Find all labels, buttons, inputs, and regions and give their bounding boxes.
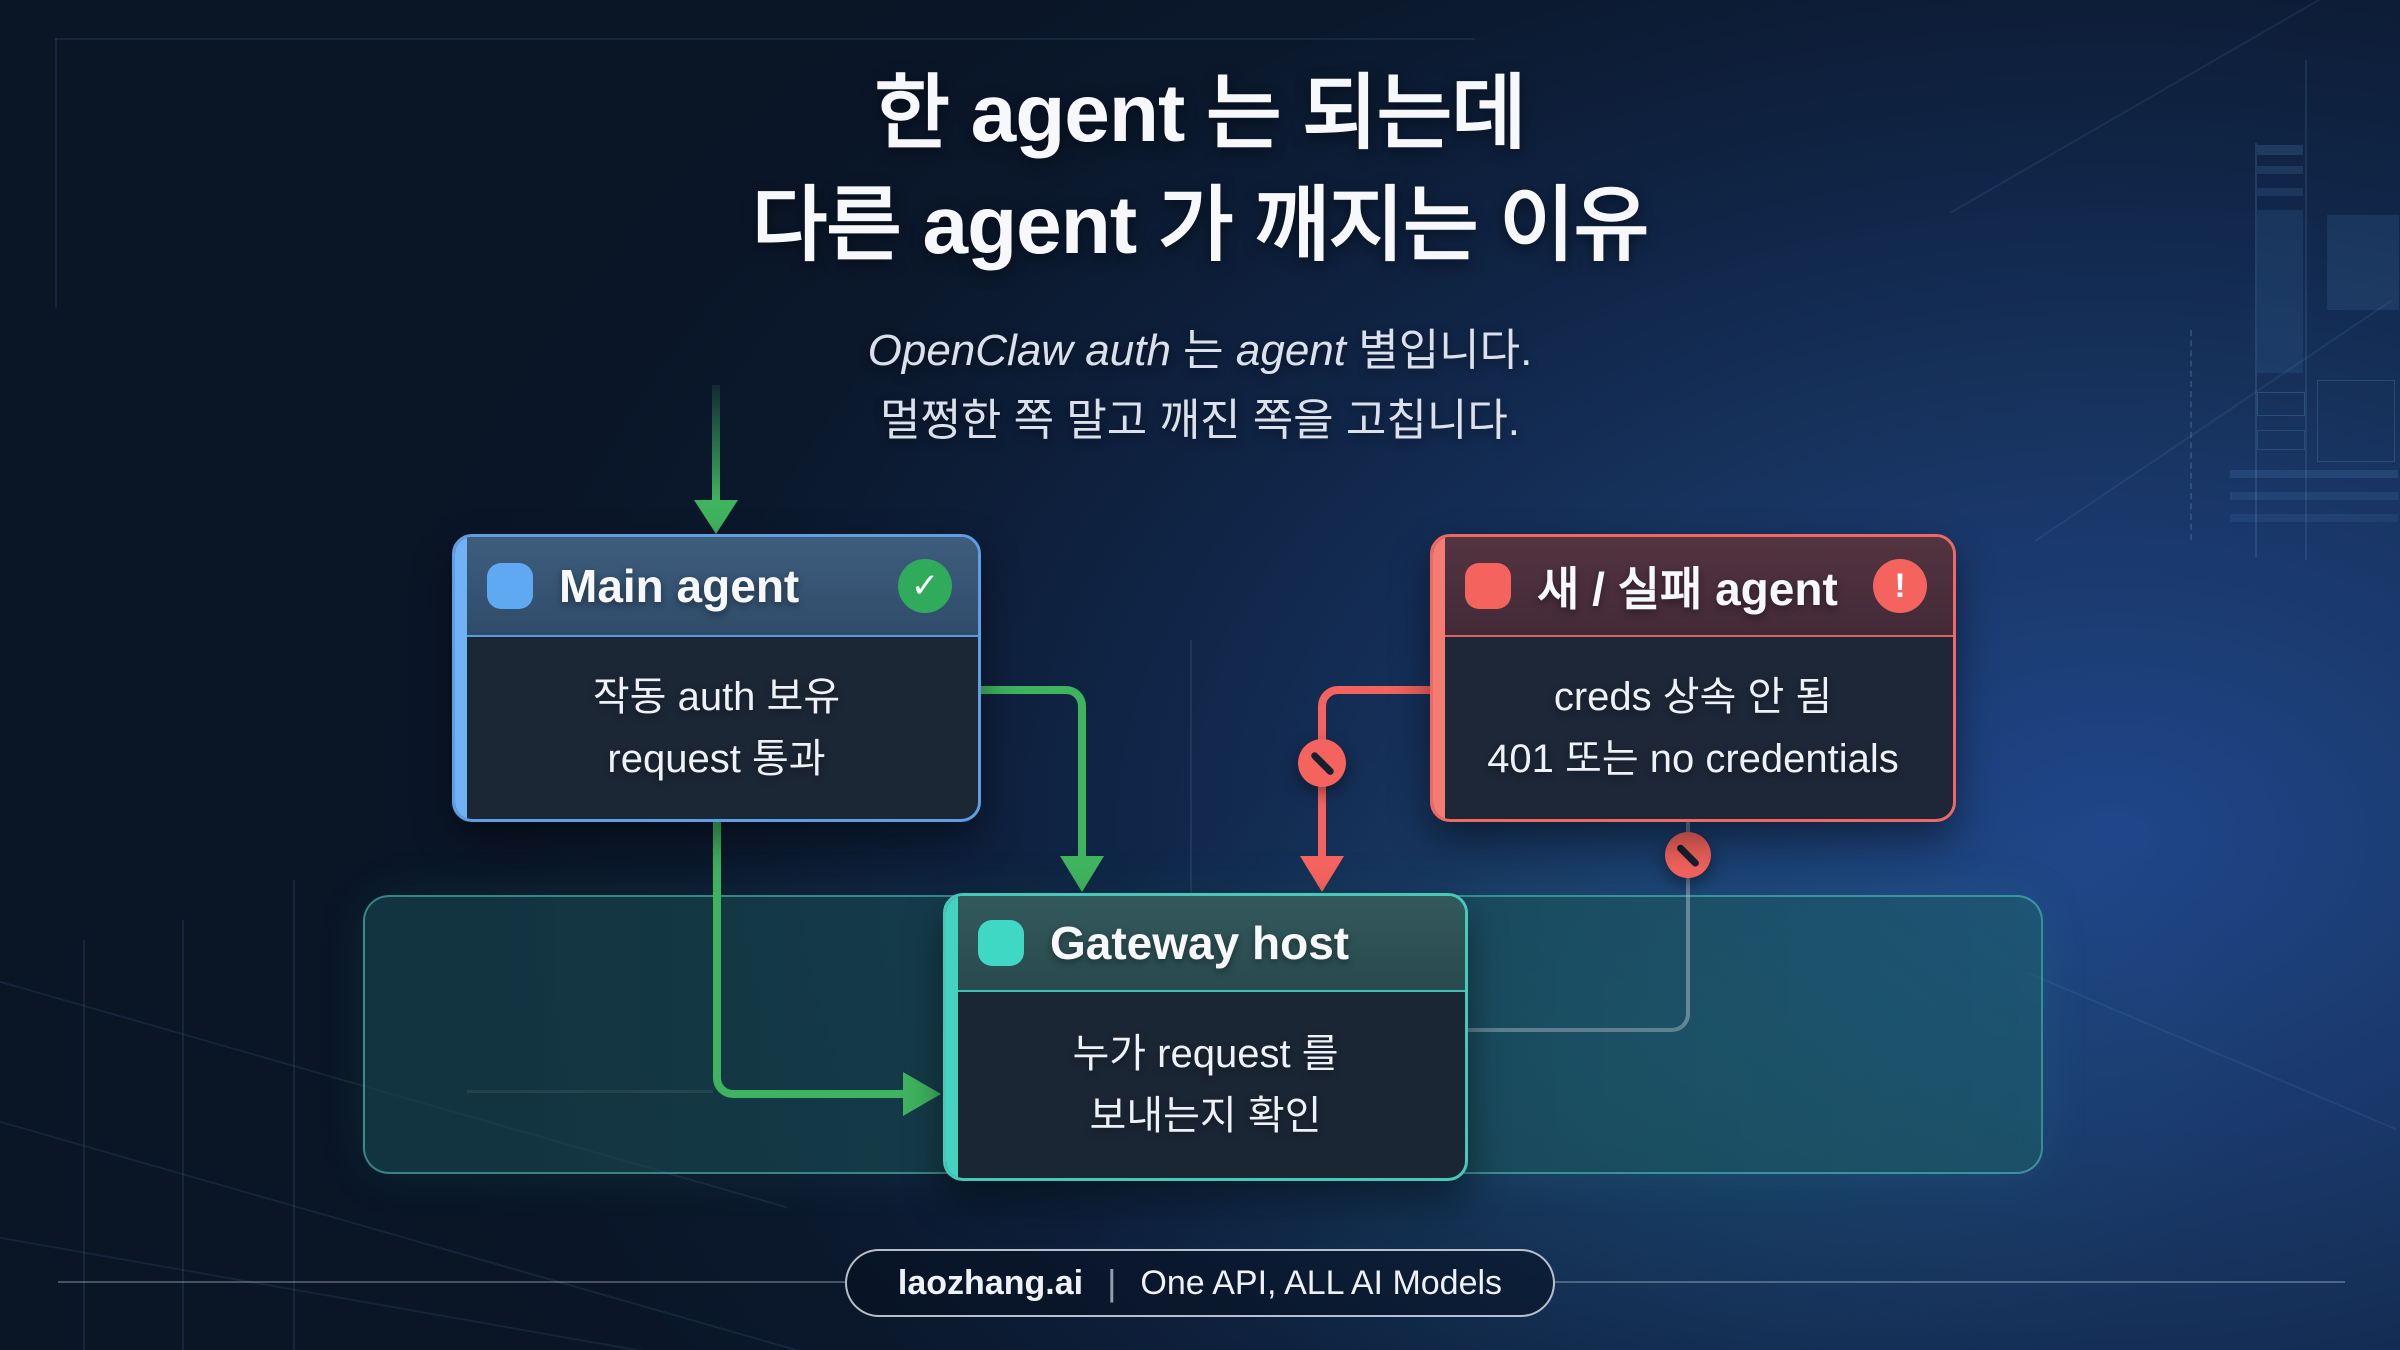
grid-vline-2 — [182, 920, 184, 1350]
arrow-main-to-gateway-top — [975, 686, 1086, 856]
red-square-icon — [1465, 563, 1511, 609]
failing-agent-body: creds 상속 안 됨 401 또는 no credentials — [1433, 637, 1953, 819]
no-entry-icon-2 — [1665, 832, 1711, 878]
success-check-icon: ✓ — [898, 559, 952, 613]
divider-between-agents — [1190, 640, 1192, 893]
subtitle-line-2: 멀쩡한 쪽 말고 깨진 쪽을 고칩니다. — [879, 396, 1521, 445]
arrowhead-down-main — [694, 500, 738, 534]
main-agent-header: Main agent ✓ — [455, 537, 978, 637]
failing-agent-accent-stripe — [1433, 537, 1445, 819]
arrow-main-to-gateway-left — [713, 816, 903, 1098]
subtitle-line-1: OpenClaw auth 는 agent 별입니다. — [867, 326, 1533, 375]
page-title: 한 agent 는 되는데 다른 agent 가 깨지는 이유 — [0, 58, 2400, 282]
grid-vline-1 — [83, 940, 85, 1350]
main-agent-body: 작동 auth 보유 request 통과 — [455, 637, 978, 819]
page-subtitle: OpenClaw auth 는 agent 별입니다. 멀쩡한 쪽 말고 깨진 … — [0, 316, 2400, 456]
title-line-2: 다른 agent 가 깨지는 이유 — [751, 180, 1649, 271]
arrowhead-down-gateway-1 — [1060, 856, 1104, 892]
gateway-host-node: Gateway host 누가 request 를 보내는지 확인 — [943, 893, 1468, 1181]
gateway-accent-stripe — [946, 896, 958, 1178]
gateway-header: Gateway host — [946, 896, 1465, 992]
failing-agent-node: 새 / 실패 agent ! creds 상속 안 됨 401 또는 no cr… — [1430, 534, 1956, 822]
arrowhead-right-gateway — [903, 1072, 941, 1116]
title-line-1: 한 agent 는 되는데 — [874, 68, 1526, 159]
main-agent-title: Main agent — [559, 560, 800, 612]
main-agent-body-line-2: request 통과 — [607, 737, 826, 781]
gateway-body: 누가 request 를 보내는지 확인 — [946, 992, 1465, 1178]
hud-bar-5 — [2230, 492, 2398, 500]
blue-square-icon — [487, 563, 533, 609]
error-exclamation-icon: ! — [1873, 559, 1927, 613]
footer-tagline: One API, ALL AI Models — [1140, 1263, 1503, 1302]
gateway-title: Gateway host — [1050, 917, 1350, 969]
hud-bar-4 — [2230, 470, 2398, 478]
main-agent-node: Main agent ✓ 작동 auth 보유 request 통과 — [452, 534, 981, 822]
grid-vline-3 — [293, 880, 295, 1350]
footer-line-right — [1555, 1281, 2345, 1283]
brand-name: laozhang.ai — [897, 1263, 1084, 1302]
line-failing-bottom-blocked — [1466, 816, 1690, 1032]
grid-diagonal-3 — [0, 1235, 700, 1350]
failing-agent-header: 새 / 실패 agent ! — [1433, 537, 1953, 637]
failing-agent-body-line-1: creds 상속 안 됨 — [1553, 675, 1833, 719]
no-entry-icon-1 — [1298, 739, 1346, 787]
main-agent-body-line-1: 작동 auth 보유 — [592, 675, 841, 719]
grid-diagonal-bottomright — [2027, 972, 2397, 1131]
footer-divider: | — [1107, 1262, 1117, 1303]
failing-agent-title: 새 / 실패 agent — [1537, 563, 1838, 615]
gateway-body-line-2: 보내는지 확인 — [1089, 1094, 1322, 1138]
failing-agent-body-line-2: 401 또는 no credentials — [1487, 737, 1899, 781]
teal-square-icon — [978, 920, 1024, 966]
main-agent-accent-stripe — [455, 537, 467, 819]
hud-bar-6 — [2230, 514, 2398, 522]
arrowhead-down-gateway-2 — [1300, 856, 1344, 892]
footer-line-left — [58, 1281, 845, 1283]
arrow-top-to-main — [712, 385, 720, 501]
footer-brand-pill: laozhang.ai | One API, ALL AI Models — [845, 1249, 1555, 1317]
gateway-body-line-1: 누가 request 를 — [1072, 1032, 1339, 1076]
frame-line-top — [55, 38, 1475, 40]
